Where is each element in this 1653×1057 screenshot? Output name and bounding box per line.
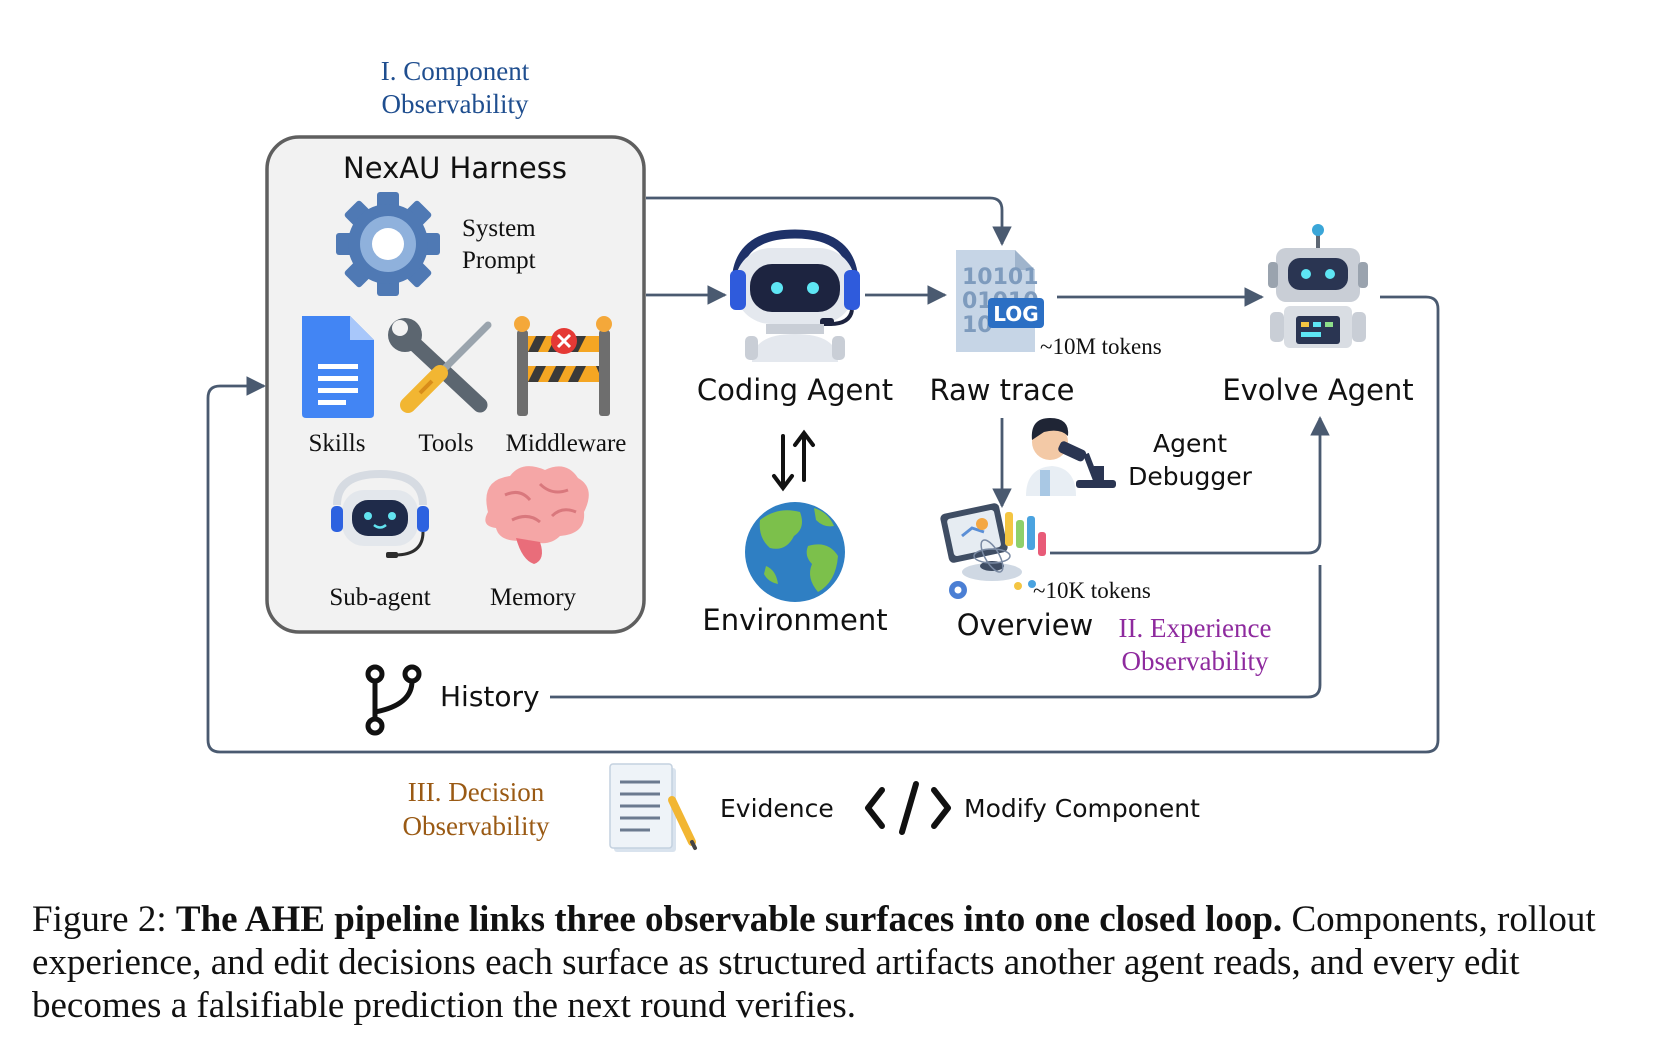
experience-observability-label-1: II. Experience — [1119, 613, 1272, 643]
dashboard-icon — [940, 503, 1046, 599]
system-prompt-label-2: Prompt — [462, 247, 536, 274]
harness-title: NexAU Harness — [343, 151, 567, 185]
figure-caption: Figure 2: The AHE pipeline links three o… — [32, 898, 1632, 1027]
brain-icon — [485, 466, 589, 564]
evolve-agent-label: Evolve Agent — [1222, 373, 1413, 407]
memory-label: Memory — [490, 584, 577, 611]
git-branch-icon — [365, 664, 422, 736]
environment-label: Environment — [702, 603, 887, 637]
component-observability-label-1: I. Component — [381, 56, 530, 86]
subagent-robot-icon — [331, 469, 429, 558]
caption-rest: Components, rollout experience, and edit… — [32, 899, 1596, 1026]
experience-observability-label-2: Observability — [1122, 646, 1269, 676]
decision-observability-label-1: III. Decision — [408, 777, 545, 807]
decision-observability-label-2: Observability — [403, 811, 550, 841]
barrier-icon — [514, 316, 612, 416]
gear-icon — [336, 192, 440, 296]
document-icon — [302, 316, 374, 418]
bidirectional-arrow-icon — [772, 429, 815, 492]
scientist-icon — [1026, 418, 1116, 496]
notepad-icon — [609, 763, 697, 852]
middleware-label: Middleware — [506, 430, 627, 457]
pipeline-diagram: I. Component Observability NexAU Harness… — [206, 56, 1440, 852]
evidence-label: Evidence — [720, 794, 834, 823]
coding-agent-robot-icon — [730, 229, 860, 362]
agent-debugger-label-2: Debugger — [1128, 462, 1252, 491]
overview-label: Overview — [957, 608, 1094, 642]
svg-text:10101: 10101 — [962, 265, 1039, 290]
flow-connectors — [206, 196, 1440, 754]
agent-debugger-label-1: Agent — [1153, 429, 1227, 458]
raw-trace-label: Raw trace — [929, 373, 1074, 407]
svg-text:10: 10 — [962, 313, 993, 338]
modify-component-label: Modify Component — [964, 794, 1200, 823]
code-icon — [865, 781, 951, 835]
globe-icon — [745, 502, 845, 602]
coding-agent-label: Coding Agent — [697, 373, 893, 407]
tools-icon — [388, 318, 492, 413]
history-label: History — [440, 680, 540, 713]
tools-label: Tools — [418, 430, 473, 457]
subagent-label: Sub-agent — [329, 584, 430, 611]
evolve-agent-robot-icon — [1268, 224, 1368, 348]
caption-bold: The AHE pipeline links three observable … — [175, 899, 1283, 940]
raw-trace-tokens: ~10M tokens — [1040, 334, 1162, 359]
log-file-icon: 10101 01010 10 LOG — [956, 250, 1044, 352]
log-badge-text: LOG — [993, 302, 1038, 326]
component-observability-label-2: Observability — [382, 89, 529, 119]
system-prompt-label-1: System — [462, 215, 536, 242]
caption-prefix: Figure 2: — [32, 899, 176, 940]
overview-tokens: ~10K tokens — [1033, 578, 1151, 603]
skills-label: Skills — [309, 430, 366, 457]
